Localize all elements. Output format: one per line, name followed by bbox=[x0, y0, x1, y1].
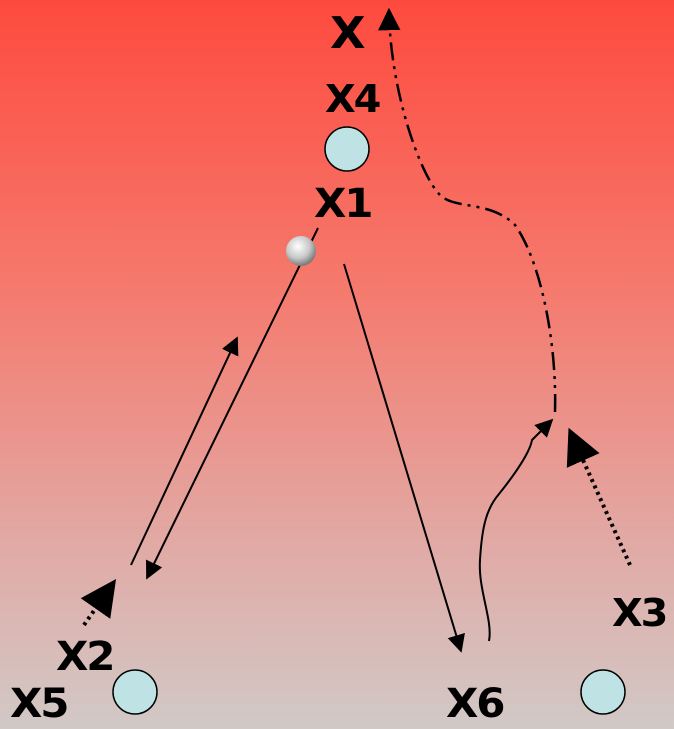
label-x6: X6 bbox=[446, 681, 505, 727]
dotted-arrow-x2 bbox=[80, 579, 117, 627]
label-x4: X4 bbox=[325, 77, 381, 121]
arrow-x1-to-x2 bbox=[146, 227, 319, 580]
label-x5: X5 bbox=[10, 681, 69, 727]
node-x5-circle bbox=[112, 669, 158, 715]
dashdot-arrow-to-x bbox=[378, 7, 557, 413]
label-x1: X1 bbox=[314, 181, 373, 227]
dotted-arrow-x3 bbox=[566, 427, 632, 566]
arrow-x2-to-x1 bbox=[130, 336, 239, 566]
node-x3-circle bbox=[580, 669, 626, 715]
node-x4-circle bbox=[324, 126, 370, 172]
label-x3: X3 bbox=[612, 591, 668, 635]
node-x1-ball bbox=[286, 236, 316, 266]
wavy-arrow-x6 bbox=[478, 418, 554, 642]
arrow-x1-to-x6 bbox=[343, 263, 465, 653]
label-x2: X2 bbox=[56, 634, 115, 680]
label-x: X bbox=[330, 8, 366, 59]
